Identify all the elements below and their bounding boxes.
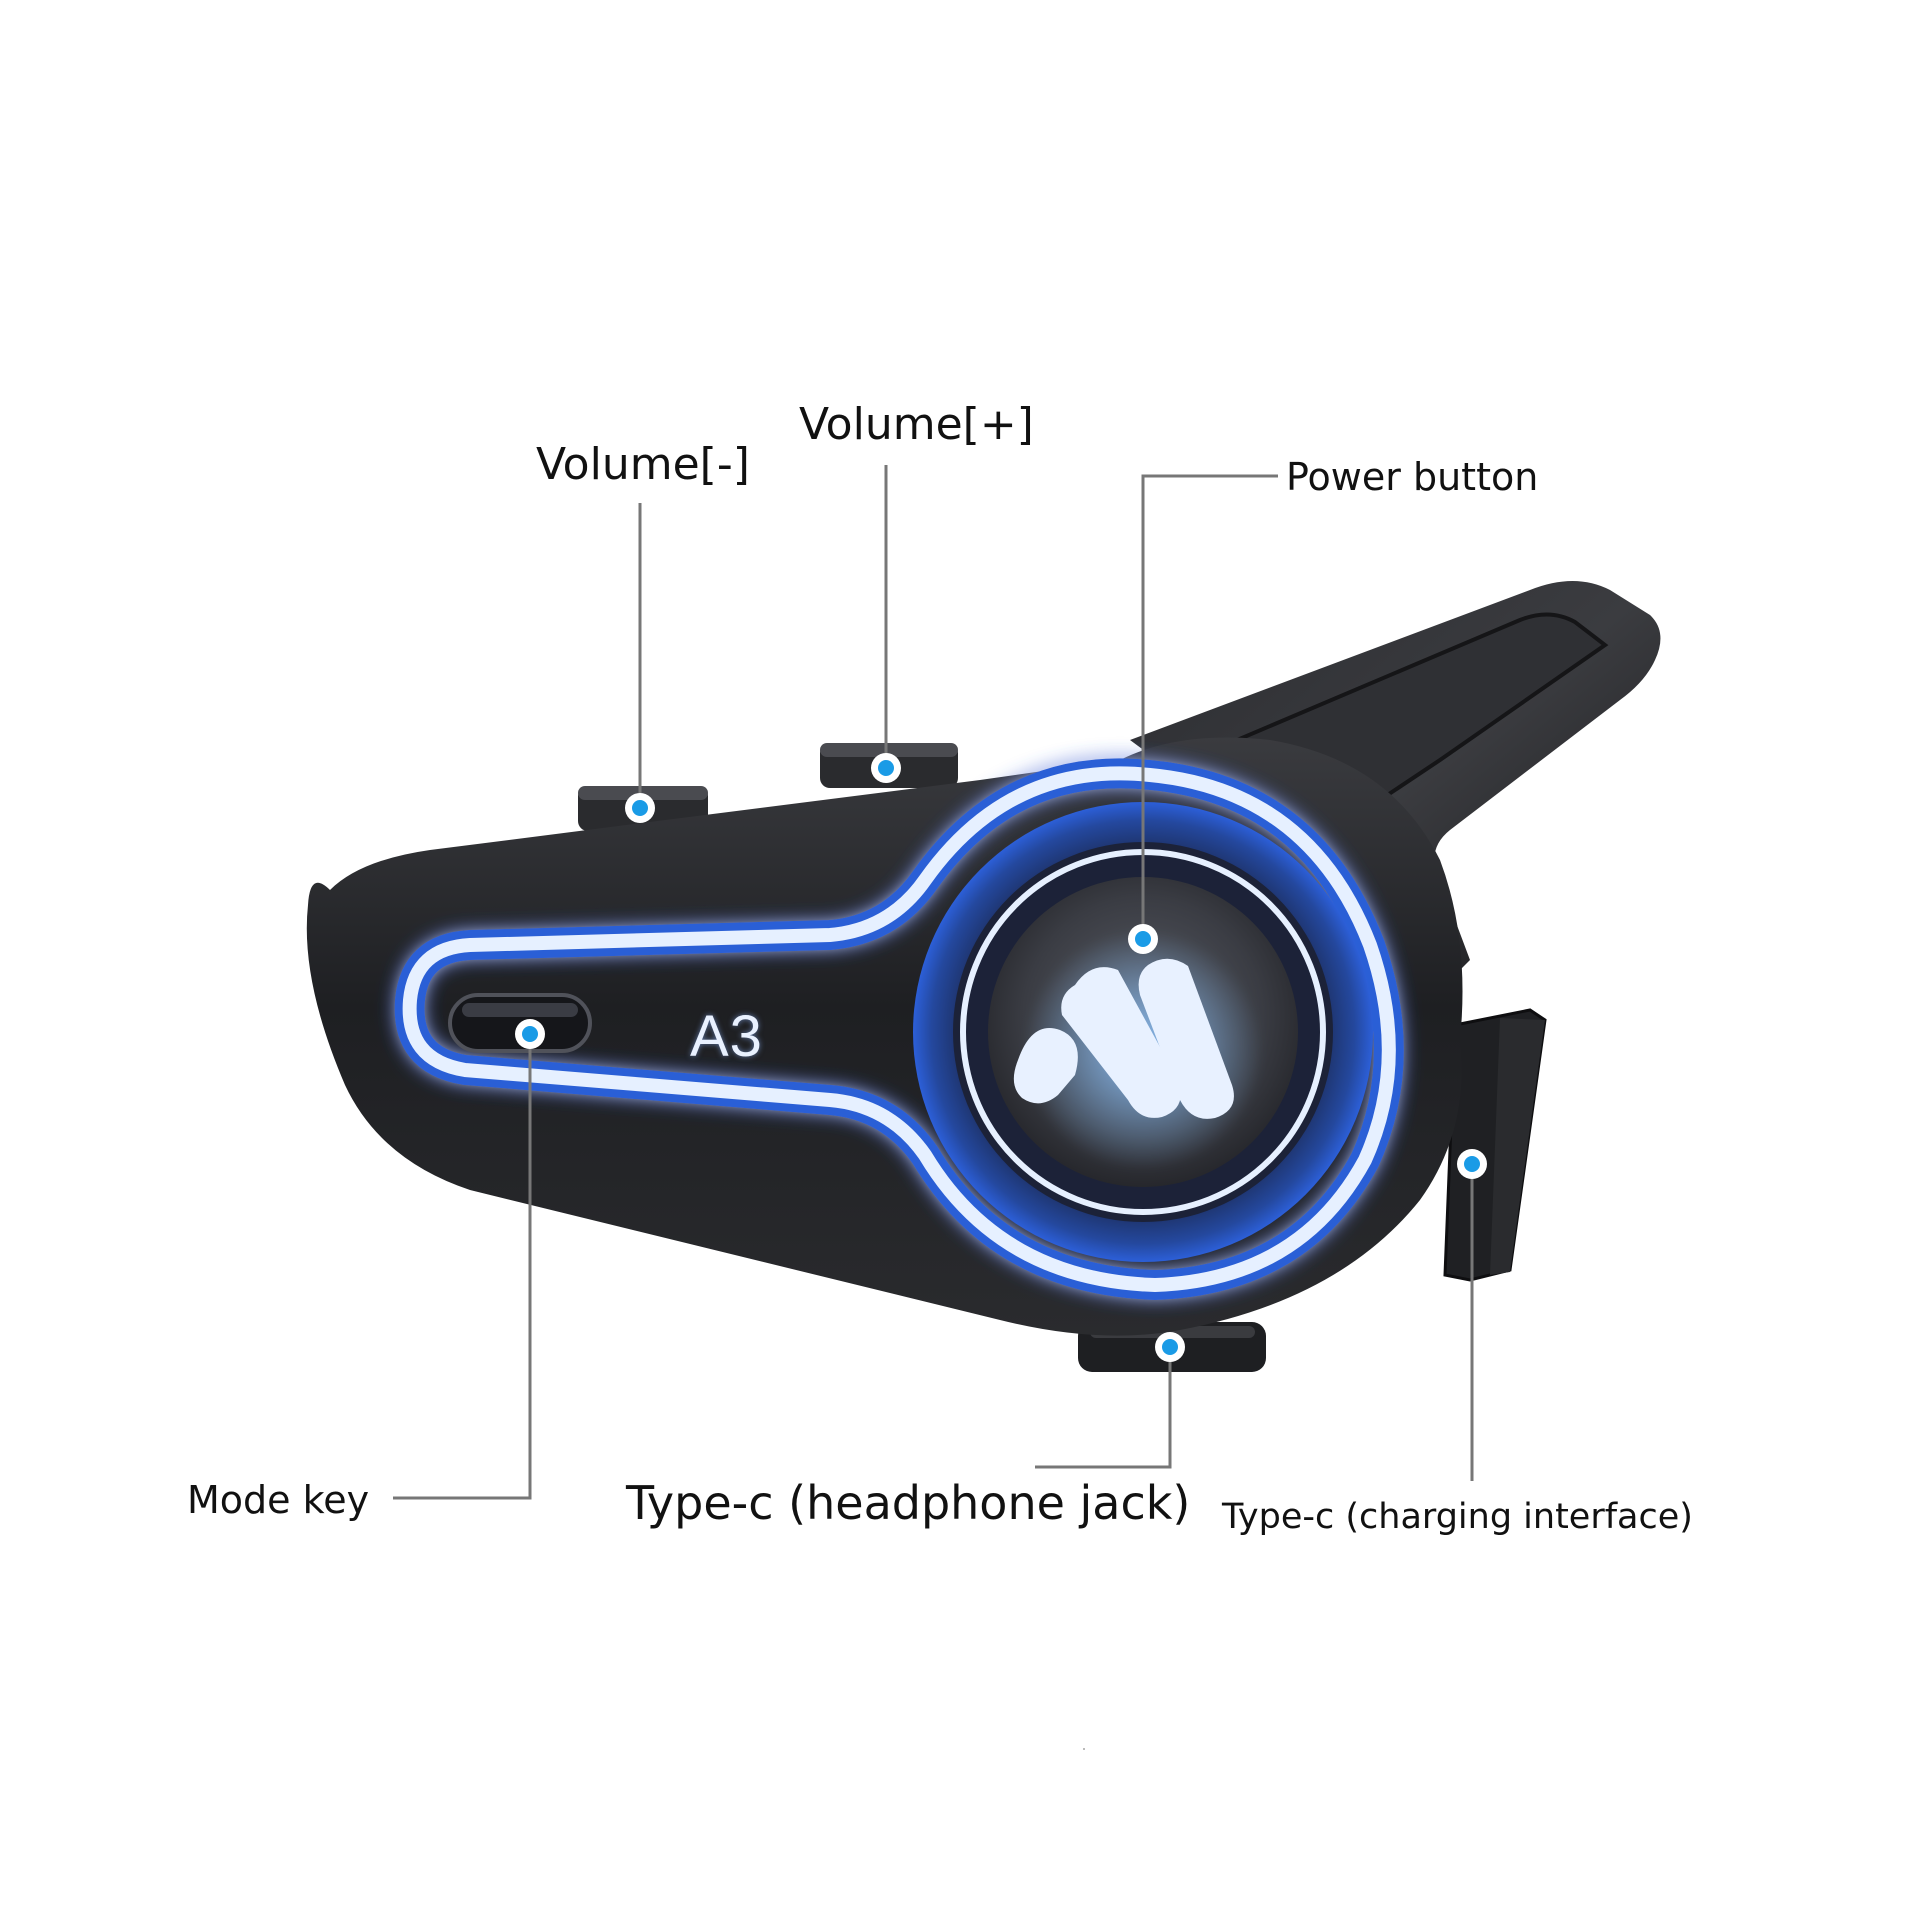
charging-interface-label: Type-c (charging interface) (1222, 1497, 1693, 1537)
leader-lines (393, 465, 1474, 1500)
volume-plus-hotspot[interactable] (871, 753, 901, 783)
headphone-jack-label: Type-c (headphone jack) (626, 1476, 1191, 1530)
charging-clip-edge (1490, 1018, 1545, 1275)
mode-key-label: Mode key (187, 1478, 370, 1522)
power-button-label: Power button (1286, 455, 1539, 499)
power-button-hotspot[interactable] (1128, 924, 1158, 954)
headphone-jack-hotspot[interactable] (1155, 1332, 1185, 1362)
volume-plus-label: Volume[+] (799, 399, 1034, 450)
charging-interface-hotspot[interactable] (1457, 1149, 1487, 1179)
volume-minus-label: Volume[-] (536, 439, 750, 490)
volume-minus-hotspot[interactable] (625, 793, 655, 823)
light-strip (394, 758, 1404, 1301)
mode-key-hotspot[interactable] (515, 1019, 545, 1049)
stray-pixel (1083, 1748, 1085, 1750)
brand-logo-icon (1013, 958, 1234, 1119)
model-name: A3 (690, 1004, 763, 1069)
